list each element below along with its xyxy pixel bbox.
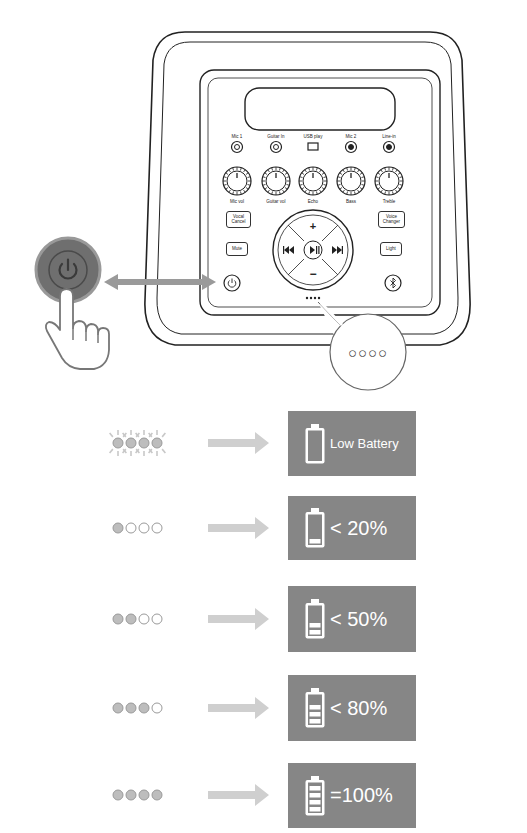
housing-inner-edge — [157, 42, 458, 334]
status-rows — [110, 430, 269, 806]
battery-icon — [304, 775, 326, 817]
double-arrow — [104, 274, 216, 290]
panel-label: Bass — [346, 199, 356, 204]
panel-label: + — [310, 220, 316, 232]
pointing-hand — [46, 289, 109, 369]
power-callout-ring — [49, 251, 87, 289]
button-label: Vocal Cancel — [228, 215, 249, 224]
battery-icon — [304, 507, 326, 549]
bluetooth-symbol — [391, 278, 396, 288]
button-label: Light — [386, 247, 396, 252]
battery-icon — [304, 423, 326, 465]
hand-creases — [73, 328, 98, 343]
button-label: Voice Changer — [380, 215, 403, 224]
button-label: Mute — [232, 247, 242, 252]
panel-button: Mute — [226, 242, 248, 256]
battery-level-text: < 20% — [330, 517, 387, 540]
panel-label: − — [309, 267, 316, 281]
control-panel — [200, 70, 440, 315]
battery-level-text: < 80% — [330, 697, 387, 720]
handle-slot — [245, 88, 395, 130]
panel-button: Light — [380, 242, 402, 256]
volume-knobs — [223, 167, 403, 195]
panel-label: Echo — [308, 199, 318, 204]
power-callout-symbol — [60, 260, 77, 279]
indicator-dots — [306, 297, 320, 299]
panel-label: USB play — [304, 134, 323, 139]
speaker-housing — [145, 32, 470, 345]
panel-label: Guitar In — [267, 134, 284, 139]
dpad — [278, 215, 348, 285]
callout-pointer-join — [321, 303, 342, 325]
dpad-ring — [273, 210, 353, 290]
panel-button: Voice Changer — [378, 211, 405, 228]
panel-label: Treble — [383, 199, 396, 204]
input-jacks — [232, 142, 395, 153]
panel-label: Mic vol — [230, 199, 244, 204]
battery-status-box: < 80% — [288, 675, 416, 741]
battery-status-box: Low Battery — [288, 411, 416, 476]
panel-label: Line-in — [382, 134, 396, 139]
panel-label: Mic 2 — [346, 134, 357, 139]
transport-symbols — [283, 246, 343, 254]
panel-button: Vocal Cancel — [226, 211, 251, 228]
battery-level-text: Low Battery — [330, 436, 399, 451]
indicator-callout-text: ○○○○ — [348, 344, 388, 361]
panel-label: Mic 1 — [232, 134, 243, 139]
panel-label: Guitar vol — [266, 199, 285, 204]
battery-status-box: < 50% — [288, 586, 416, 652]
power-button — [224, 275, 240, 291]
battery-icon — [304, 687, 326, 729]
power-symbol — [228, 279, 236, 288]
control-panel-inner — [208, 78, 432, 307]
bluetooth-button — [385, 275, 401, 291]
battery-icon — [304, 598, 326, 640]
battery-status-box: =100% — [288, 763, 416, 828]
play-button — [304, 241, 322, 259]
battery-status-box: < 20% — [288, 496, 416, 560]
battery-level-text: =100% — [330, 784, 393, 807]
battery-level-text: < 50% — [330, 608, 387, 631]
